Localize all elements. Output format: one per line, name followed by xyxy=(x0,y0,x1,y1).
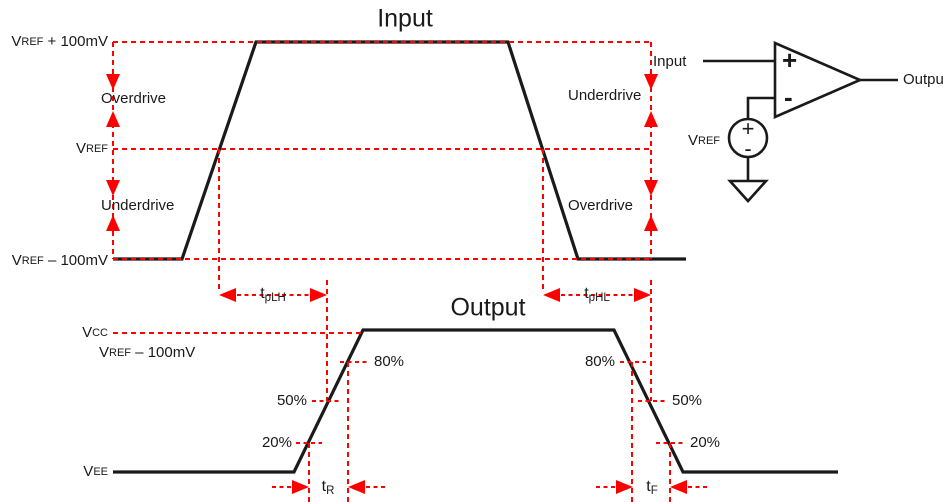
opamp-plus-sign: + xyxy=(782,45,797,75)
tphl-arrowhead-right xyxy=(634,288,651,302)
underdrive-left-label: Underdrive xyxy=(101,197,174,214)
overdrive-left-label: Overdrive xyxy=(101,90,166,107)
tf-label: tF xyxy=(646,478,657,497)
vref-plus-100mv-base: V xyxy=(11,33,21,50)
tr-measure xyxy=(272,480,385,494)
vee-label: VEE xyxy=(83,463,108,480)
fall-80-label: 80% xyxy=(585,353,615,370)
tplh-label: tpLH xyxy=(260,285,286,304)
vcc-secondary-tail: – 100mV xyxy=(131,344,195,361)
overdrive-arrowhead-up xyxy=(106,111,120,127)
tf-measure xyxy=(596,480,707,494)
tr-base: t xyxy=(322,478,327,495)
ground-symbol xyxy=(727,179,769,203)
tf-arrowhead-left xyxy=(670,480,687,494)
tplh-measure xyxy=(219,288,327,302)
tf-arrowhead-right xyxy=(616,480,633,494)
tr-arrowhead-left xyxy=(348,480,365,494)
vee-sub: EE xyxy=(93,466,108,478)
fall-20-label: 20% xyxy=(690,434,720,451)
propagation-verticals xyxy=(326,280,652,401)
vcc-secondary-sub: REF xyxy=(109,347,131,359)
input-title: Input xyxy=(377,5,433,33)
underdrive-right-arrowhead-down xyxy=(644,74,658,90)
overdrive-right-label: Overdrive xyxy=(568,197,633,214)
tr-label: tR xyxy=(322,478,335,497)
rise-threshold-markers xyxy=(296,361,368,502)
vref-plus-100mv-label: VREF + 100mV xyxy=(11,33,108,50)
opamp-minus-sign: - xyxy=(784,82,793,112)
vref-minus-100mv-label: VREF – 100mV xyxy=(12,252,108,269)
vref-plus-100mv-tail: + 100mV xyxy=(43,33,108,50)
output-title: Output xyxy=(450,294,525,322)
fall-threshold-markers xyxy=(620,361,684,502)
comparator-circuit xyxy=(703,41,898,203)
input-crossing-verticals xyxy=(218,149,544,290)
overdrive-right-arrowhead-down xyxy=(644,180,658,196)
output-waveform-group xyxy=(113,328,838,474)
circuit-vref-label: VREF xyxy=(688,132,720,149)
underdrive-right-label: Underdrive xyxy=(568,87,641,104)
vref-minus-100mv-base: V xyxy=(12,252,22,269)
circuit-vref-base: V xyxy=(688,132,698,149)
output-waveform-trace xyxy=(113,328,838,474)
vcc-sub: CC xyxy=(92,327,108,339)
vref-sub: REF xyxy=(86,143,108,155)
tf-base: t xyxy=(646,478,651,495)
tr-sub: R xyxy=(326,485,334,497)
vref-minus-100mv-tail: – 100mV xyxy=(44,252,108,269)
tplh-arrowhead-left xyxy=(219,288,236,302)
tplh-arrowhead-right xyxy=(310,288,327,302)
underdrive-arrowhead-down xyxy=(106,180,120,196)
fall-50-label: 50% xyxy=(672,392,702,409)
underdrive-right-arrowhead-up xyxy=(644,111,658,127)
tplh-sub: pLH xyxy=(265,292,286,304)
rise-50-label: 50% xyxy=(277,392,307,409)
vcc-secondary-label: VREF – 100mV xyxy=(99,344,195,361)
circuit-vref-sub: REF xyxy=(698,135,720,147)
tphl-base: t xyxy=(584,285,589,302)
tphl-arrowhead-left xyxy=(543,288,560,302)
vcc-base: V xyxy=(82,324,92,341)
vee-base: V xyxy=(83,463,93,480)
tphl-sub: pHL xyxy=(589,292,611,304)
opamp-triangle xyxy=(773,41,864,119)
tphl-measure xyxy=(543,288,651,302)
overdrive-right-arrowhead-up xyxy=(644,215,658,231)
vcc-label: VCC xyxy=(82,324,108,341)
underdrive-arrowhead-up xyxy=(106,215,120,231)
tr-arrowhead-right xyxy=(292,480,309,494)
overdrive-arrowhead-down xyxy=(106,74,120,90)
tphl-label: tpHL xyxy=(584,285,610,304)
vref-label: VREF xyxy=(76,140,108,157)
left-margin-arrows xyxy=(106,42,120,259)
opamp-vref-wire xyxy=(746,96,775,119)
circuit-input-label: Input xyxy=(653,53,687,70)
right-margin-arrows xyxy=(644,42,658,259)
tplh-base: t xyxy=(260,285,265,302)
vref-plus-100mv-sub: REF xyxy=(21,36,43,48)
rise-80-label: 80% xyxy=(374,353,404,370)
source-plus-sign: + xyxy=(742,116,755,141)
circuit-output-label: Output xyxy=(903,71,944,88)
vcc-secondary-base: V xyxy=(99,344,109,361)
rise-20-label: 20% xyxy=(262,434,292,451)
vref-base: V xyxy=(76,140,86,157)
vref-minus-100mv-sub: REF xyxy=(22,255,44,267)
source-minus-sign: - xyxy=(744,136,751,161)
tf-sub: F xyxy=(651,485,658,497)
